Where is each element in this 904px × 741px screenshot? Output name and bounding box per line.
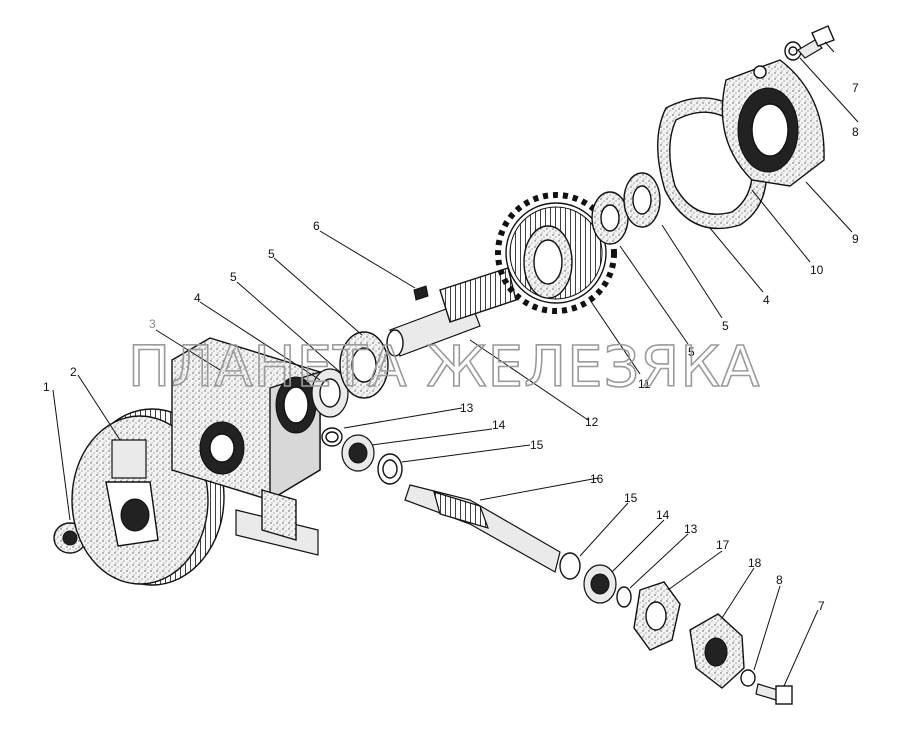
callout-8b: 8 <box>776 573 783 587</box>
part-cover <box>721 59 825 187</box>
callout-7b: 7 <box>818 599 825 613</box>
callout-13b: 13 <box>684 522 698 536</box>
part-flange-gasket <box>633 581 681 651</box>
callout-5d: 5 <box>688 345 695 359</box>
callout-17: 17 <box>716 538 730 552</box>
part-bolt-lower <box>755 683 793 705</box>
part-bearing-upper <box>341 434 375 472</box>
part-washer-housing-2 <box>339 331 389 399</box>
callout-11: 11 <box>638 377 651 391</box>
callout-10: 10 <box>810 263 824 277</box>
part-input-shaft <box>386 267 517 357</box>
callout-7a: 7 <box>852 81 859 95</box>
callout-3: 3 <box>149 317 156 331</box>
callout-15a: 15 <box>530 438 544 452</box>
part-seal-upper <box>377 453 403 485</box>
callout-5b: 5 <box>268 247 275 261</box>
part-ring-lower <box>616 586 632 608</box>
callout-14b: 14 <box>656 508 670 522</box>
callouts: 1 2 3 4 5 5 6 7 7 8 8 9 10 4 5 5 11 12 1… <box>43 81 859 613</box>
callout-5a: 5 <box>230 270 237 284</box>
callout-12: 12 <box>585 415 599 429</box>
part-seal-lower <box>559 552 581 580</box>
part-washer-gear-1 <box>591 191 629 245</box>
part-washer-lower <box>740 669 756 687</box>
callout-14a: 14 <box>492 418 506 432</box>
callout-6: 6 <box>313 219 320 233</box>
callout-16: 16 <box>590 472 604 486</box>
callout-4b: 4 <box>763 293 770 307</box>
callout-1: 1 <box>43 380 50 394</box>
part-washer-housing-1 <box>311 368 349 418</box>
callout-5c: 5 <box>722 319 729 333</box>
part-key <box>413 285 429 301</box>
callout-18: 18 <box>748 556 762 570</box>
part-bolt-top <box>797 25 835 59</box>
part-ring-upper <box>321 427 343 447</box>
callout-2: 2 <box>70 365 77 379</box>
callout-4a: 4 <box>194 291 201 305</box>
part-housing <box>171 337 321 556</box>
part-gear <box>495 192 617 314</box>
part-bearing-lower <box>583 564 617 604</box>
callout-15b: 15 <box>624 491 638 505</box>
watermark-text: ПЛАНЕТА ЖЕЛЕЗЯКА <box>128 335 760 400</box>
part-output-shaft <box>404 484 561 573</box>
callout-8a: 8 <box>852 125 859 139</box>
part-flange-cover <box>689 613 745 689</box>
callout-13a: 13 <box>460 401 474 415</box>
part-washer-gear-2 <box>623 172 661 228</box>
callout-9: 9 <box>852 232 859 246</box>
leader-lines <box>52 41 859 687</box>
